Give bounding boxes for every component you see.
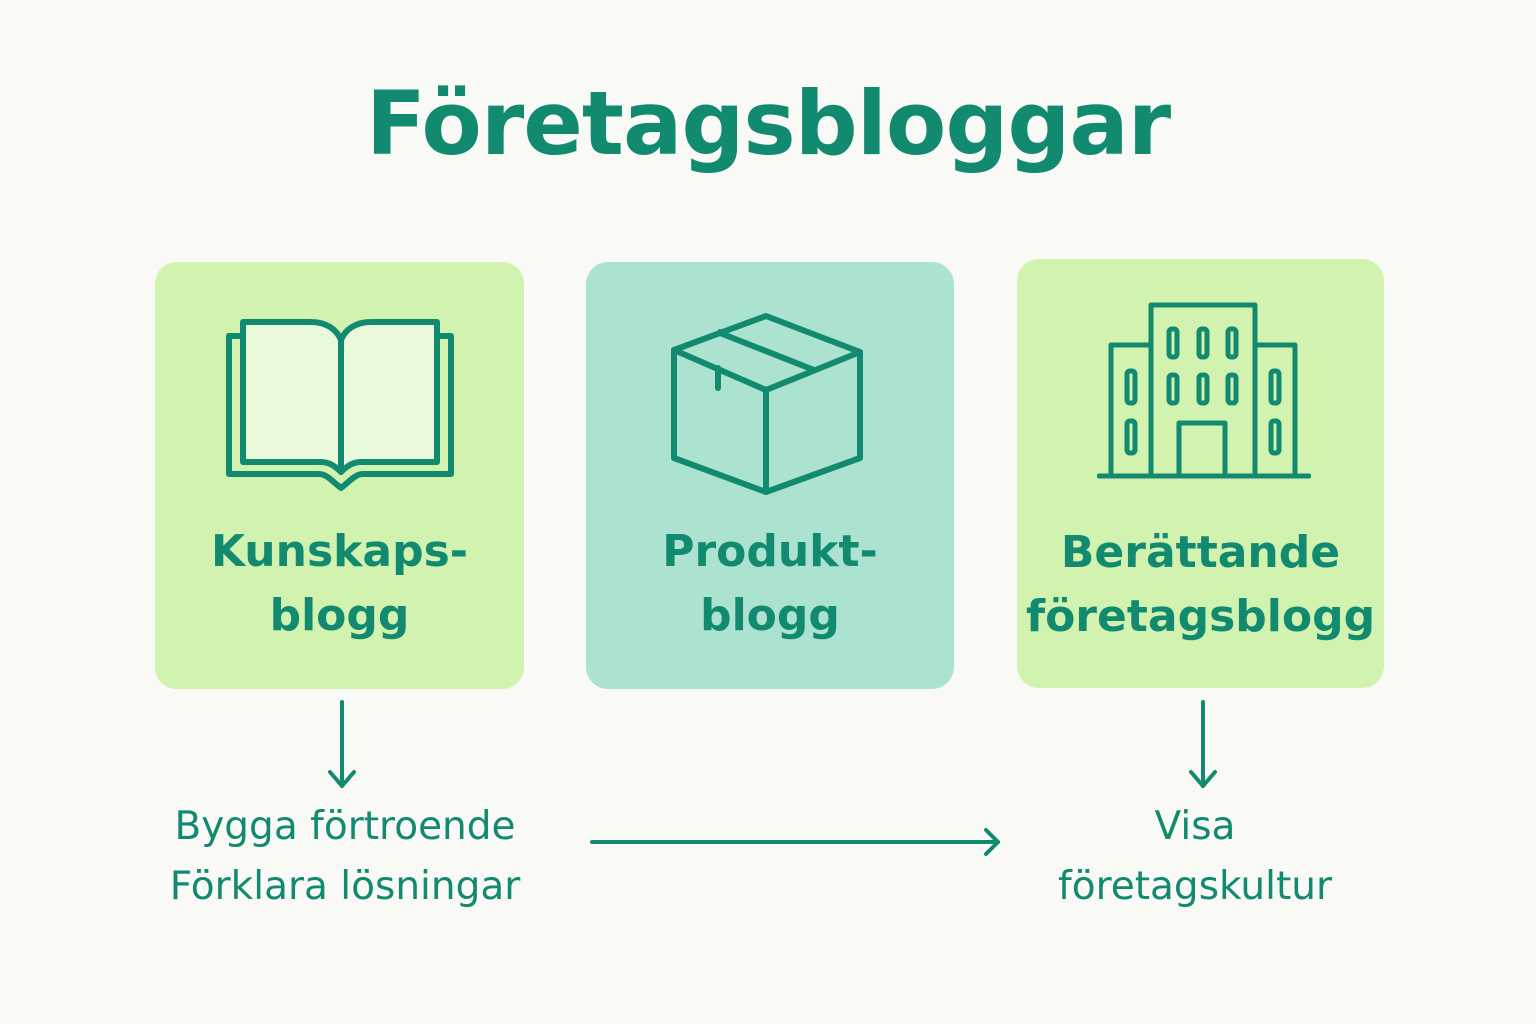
- down-arrow-icon: [1189, 700, 1217, 788]
- card-product-blog: Produkt- blogg: [586, 262, 954, 689]
- right-arrow-icon: [590, 828, 1000, 856]
- card-label: Produkt- blogg: [662, 526, 878, 641]
- diagram-title: Företagsbloggar: [365, 72, 1171, 175]
- card-label: Kunskaps- blogg: [210, 526, 469, 641]
- open-book-icon: [226, 319, 454, 491]
- box-icon: [671, 313, 863, 495]
- card-story-company-blog: Berättande företagsblogg: [1017, 259, 1384, 688]
- down-arrow-icon: [328, 700, 356, 788]
- card-knowledge-blog: Kunskaps- blogg: [155, 262, 524, 689]
- office-building-icon: [1097, 302, 1311, 479]
- card-label: Berättande företagsblogg: [1025, 527, 1376, 642]
- outcome-text: Bygga förtroende Förklara lösningar: [169, 804, 521, 909]
- outcome-text: Visa företagskultur: [1057, 804, 1332, 909]
